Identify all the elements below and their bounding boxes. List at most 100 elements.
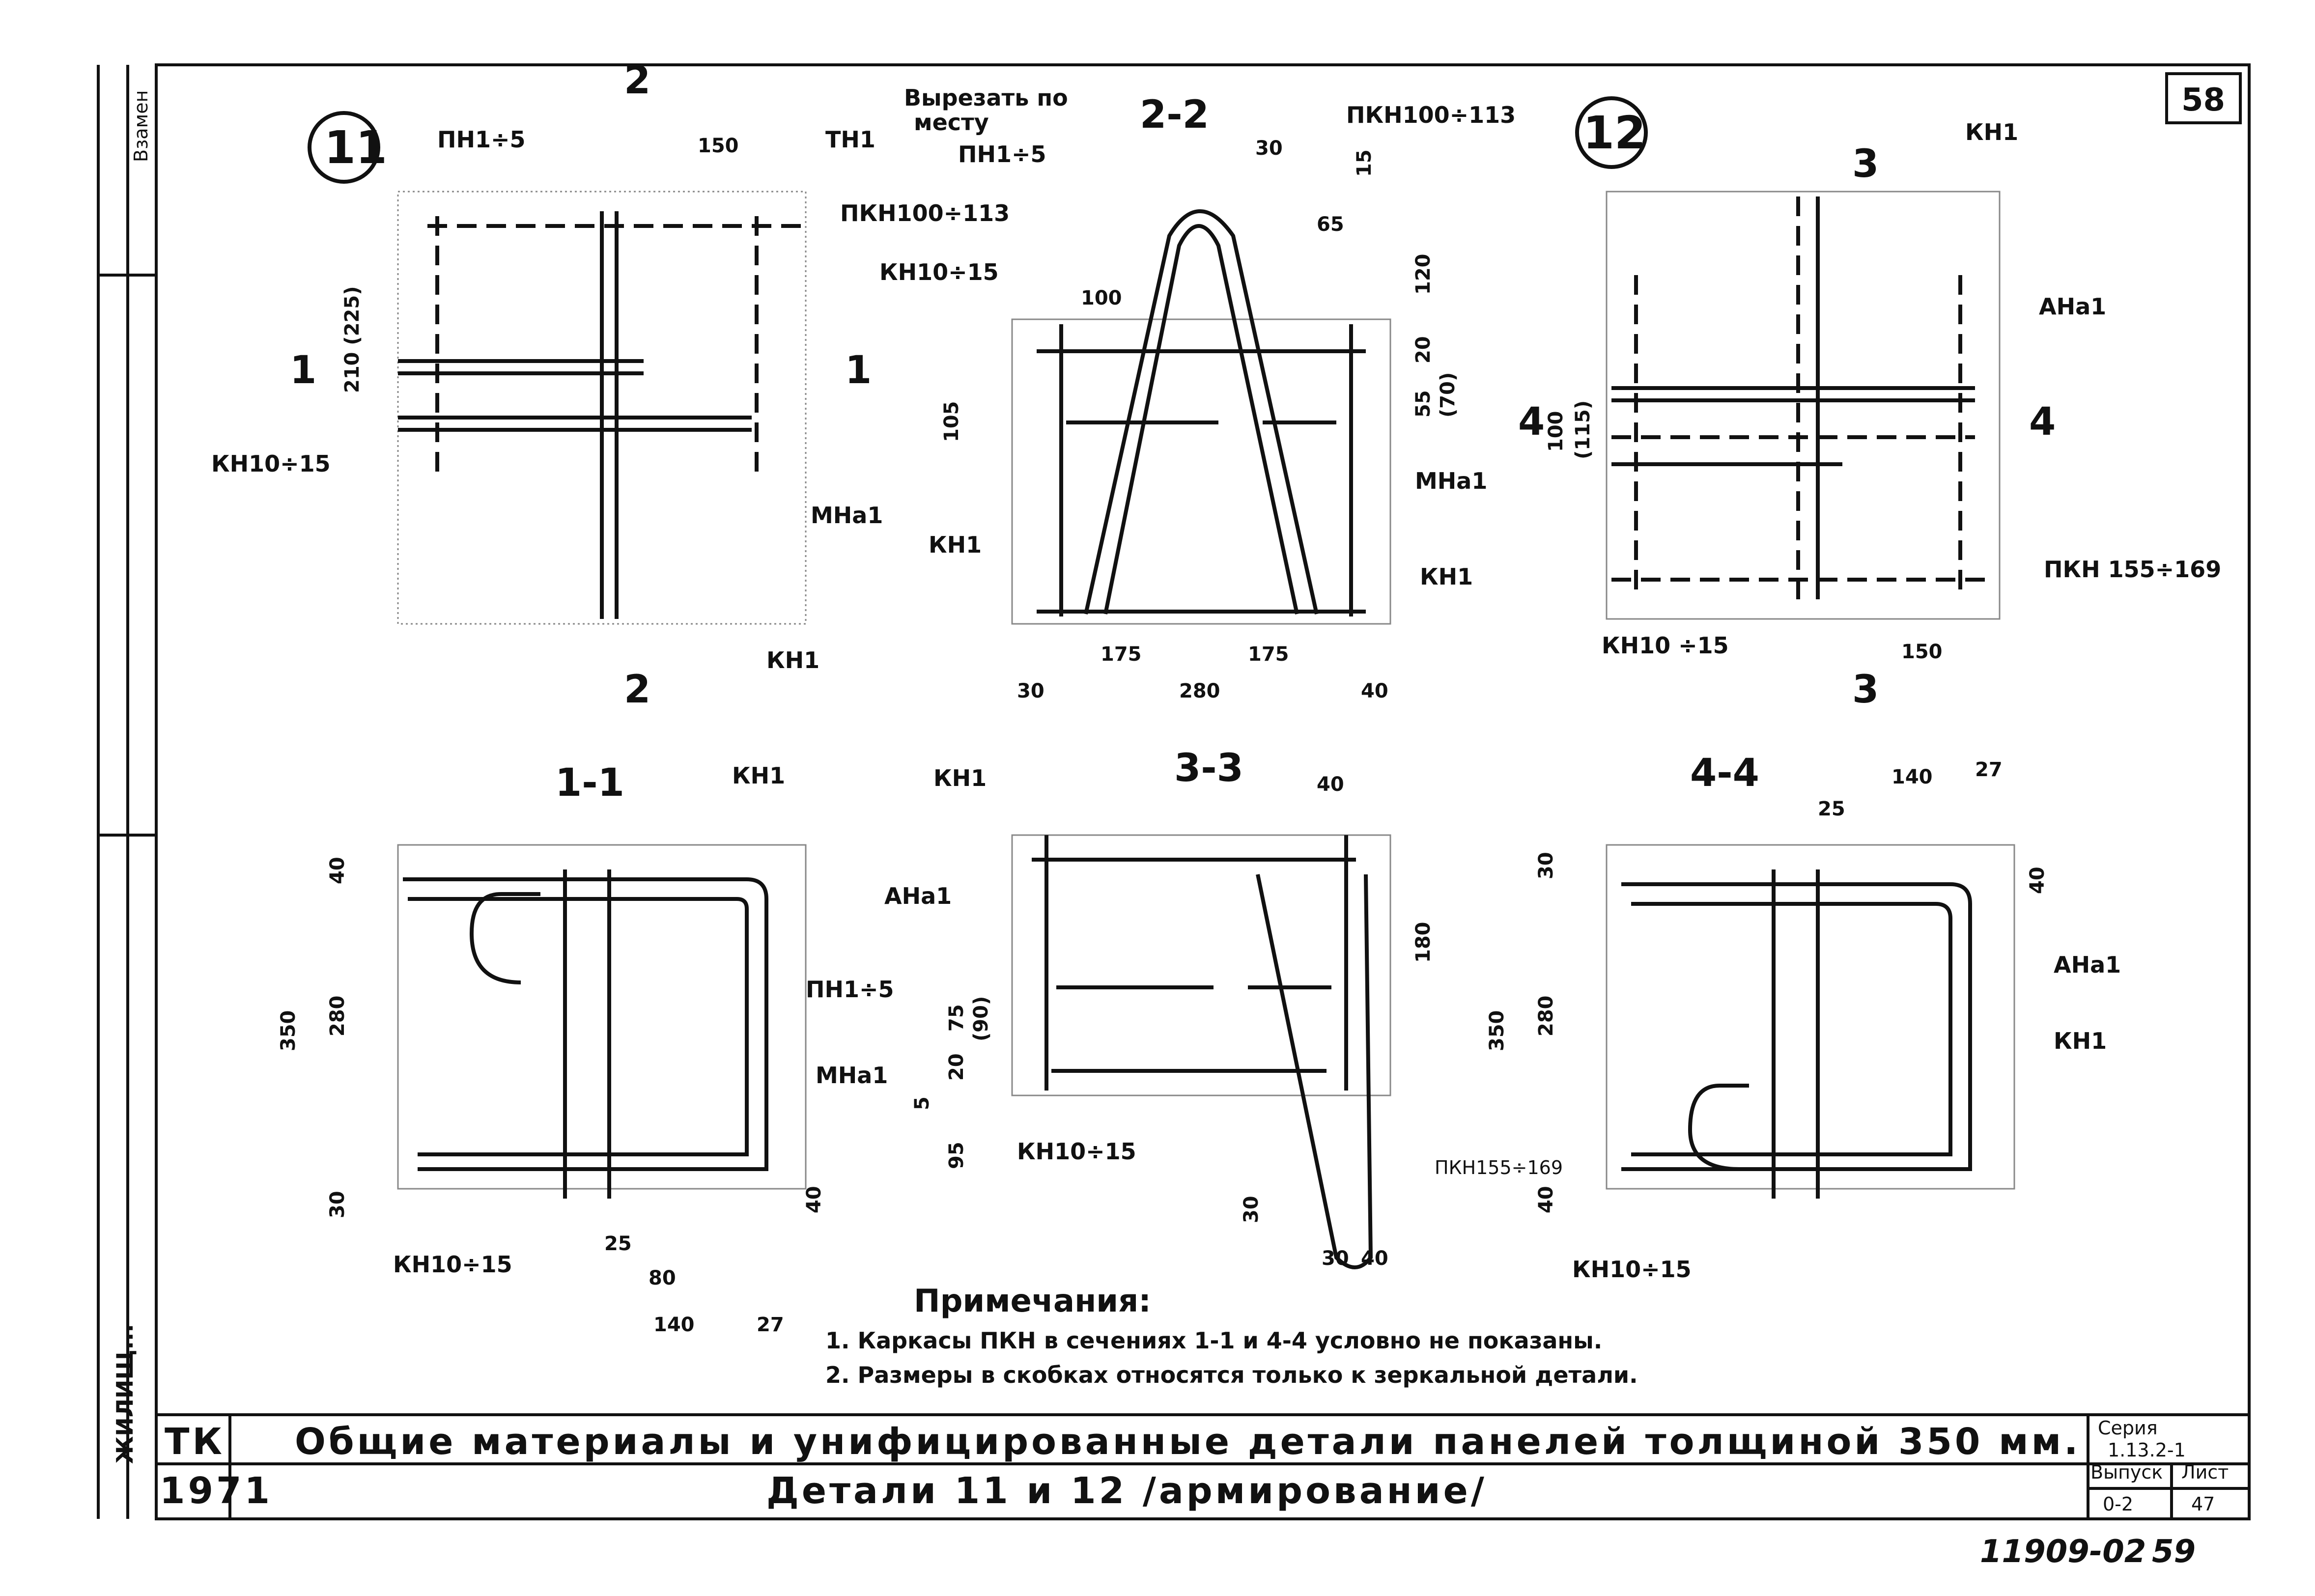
s33-dim-30b: 30: [1322, 1247, 1349, 1270]
section-3-3: 3-3 КН1 АНа1 КН10÷15 ПКН155÷169 40 180 7…: [884, 746, 1563, 1270]
d11-cut-2-bottom: 2: [624, 668, 650, 712]
title-seria-value: 1.13.2-1: [2108, 1439, 2186, 1461]
detail-11-number: 11: [324, 121, 387, 174]
note-1: 1. Каркасы ПКН в сечениях 1-1 и 4-4 усло…: [825, 1327, 1602, 1354]
d11-cut-1-right: 1: [845, 348, 872, 392]
d11-dim-150: 150: [698, 135, 739, 157]
detail-11-marker: [308, 111, 380, 184]
stamp-vzamen: Взамен: [130, 90, 152, 162]
d12-dim-150: 150: [1901, 641, 1943, 663]
detail-12-number: 12: [1583, 107, 1646, 159]
s22-label-mna: МНа1: [1415, 468, 1487, 494]
s44-dim-40b: 40: [1535, 1186, 1557, 1213]
detail-12-marker: [1575, 96, 1648, 169]
s33-label-kn10: КН10÷15: [1017, 1138, 1136, 1165]
d11-cut-1-left: 1: [290, 348, 316, 392]
d11-label-pkn: ПКН100÷113: [840, 200, 1010, 226]
title-year: 1971: [160, 1470, 273, 1512]
s33-dim-75: 75: [945, 1004, 968, 1032]
d11-cut-2-top: 2: [624, 58, 650, 103]
s22-label-pkn: ПКН100÷113: [1346, 102, 1516, 128]
s22-dim-280: 280: [1179, 680, 1220, 702]
section-1-1: 1-1 КН1 ПН1÷5 МНа1 КН10÷15 40 350 280 30…: [277, 761, 894, 1336]
d12-cut-4-right: 4: [2029, 400, 2056, 444]
s44-dim-280: 280: [1535, 996, 1557, 1037]
s22-dim-105: 105: [940, 401, 963, 443]
s22-dim-100: 100: [1081, 287, 1122, 309]
s44-dim-350: 350: [1486, 1010, 1508, 1052]
title-series: Общие материалы и унифицированные детали…: [295, 1421, 2081, 1463]
s22-label-cut-note-2: месту: [914, 109, 989, 136]
s22-dim-40: 40: [1361, 680, 1388, 702]
s11-label-kn10: КН10÷15: [393, 1251, 512, 1278]
d12-label-kn10: КН10 ÷15: [1602, 632, 1729, 659]
s11-dim-30: 30: [326, 1191, 349, 1218]
s33-label-ana: АНа1: [884, 883, 952, 909]
note-2: 2. Размеры в скобках относятся только к …: [825, 1362, 1638, 1388]
title-vypusk-value: 0-2: [2103, 1493, 2133, 1515]
s22-label-kn1-left: КН1: [929, 532, 982, 558]
d12-label-ana: АНа1: [2039, 293, 2106, 320]
s33-dim-90: (90): [970, 996, 992, 1041]
sheet-number: 58: [2181, 82, 2225, 118]
title-block: ТК 1971 Общие материалы и унифицированны…: [160, 1417, 2229, 1515]
s33-dim-30: 30: [1240, 1196, 1263, 1223]
s11-dim-27: 27: [757, 1314, 784, 1336]
s33-label-pkn: ПКН155÷169: [1435, 1157, 1563, 1178]
handwritten-page: 59: [2152, 1534, 2196, 1570]
s22-label-cut-note-1: Вырезать по: [904, 84, 1068, 111]
d12-cut-3-bottom: 3: [1852, 668, 1879, 712]
s22-label-kn1-right: КН1: [1420, 563, 1473, 590]
s22-dim-20: 20: [1412, 336, 1435, 364]
d11-label-mna: МНа1: [811, 502, 883, 529]
d11-label-kn1: КН1: [766, 647, 819, 673]
s11-dim-25: 25: [604, 1232, 632, 1255]
notes-heading: Примечания:: [914, 1283, 1151, 1319]
s44-label-kn1: КН1: [2054, 1028, 2107, 1054]
s44-dim-27: 27: [1975, 758, 2003, 781]
s11-dim-350: 350: [277, 1010, 300, 1052]
section-4-4: 4-4 АНа1 КН1 КН10÷15 140 27 25 30 40 350…: [1486, 751, 2121, 1283]
s11-dim-40: 40: [326, 857, 349, 884]
section-4-4-title: 4-4: [1690, 751, 1759, 795]
d11-label-tn: ТН1: [825, 126, 875, 153]
d11-label-kn10: КН10÷15: [211, 450, 331, 477]
d12-dim-100: 100: [1545, 411, 1567, 452]
s22-dim-175b: 175: [1248, 643, 1289, 666]
s44-dim-30: 30: [1535, 852, 1557, 879]
s22-dim-30: 30: [1017, 680, 1045, 702]
s22-label-kn10: КН10÷15: [879, 259, 999, 285]
s22-dim-30a: 30: [1255, 137, 1283, 160]
section-3-3-title: 3-3: [1174, 746, 1243, 790]
s11-dim-140: 140: [653, 1314, 695, 1336]
s22-dim-15: 15: [1353, 149, 1376, 177]
s33-dim-180: 180: [1412, 922, 1435, 963]
s11-label-mna: МНа1: [816, 1062, 888, 1089]
side-strip-text: ЖИЛИЩ...: [112, 1324, 138, 1464]
s11-dim-280: 280: [326, 996, 349, 1037]
section-2-2: 2-2 Вырезать по месту ПН1÷5 ПКН100÷113 К…: [879, 84, 1516, 702]
section-1-1-title: 1-1: [555, 761, 624, 805]
notes: Примечания: 1. Каркасы ПКН в сечениях 1-…: [825, 1283, 1638, 1388]
d12-label-pkn: ПКН 155÷169: [2044, 556, 2221, 583]
s22-dim-175a: 175: [1101, 643, 1142, 666]
d12-cut-3-top: 3: [1852, 142, 1879, 186]
s44-label-ana: АНа1: [2054, 952, 2121, 978]
title-seria-label: Серия: [2098, 1417, 2158, 1439]
handwritten-code: 11909-02: [1980, 1534, 2146, 1570]
s33-label-kn1: КН1: [933, 765, 987, 791]
s11-dim-80: 80: [649, 1267, 676, 1289]
detail-12: 12 КН1 АНа1 ПКН 155÷169 КН10 ÷15 100 (11…: [1518, 96, 2221, 712]
title-vypusk-label: Выпуск: [2090, 1461, 2163, 1483]
title-list-label: Лист: [2181, 1461, 2229, 1483]
s44-dim-25: 25: [1818, 798, 1845, 820]
s33-dim-20: 20: [945, 1053, 968, 1081]
s22-label-pn: ПН1÷5: [958, 141, 1046, 168]
title-org: ТК: [165, 1421, 225, 1463]
title-list-value: 47: [2191, 1493, 2215, 1515]
s11-label-pn: ПН1÷5: [806, 976, 894, 1003]
d12-dim-115: (115): [1572, 400, 1594, 459]
s33-dim-95: 95: [945, 1142, 968, 1169]
d12-label-kn1: КН1: [1965, 119, 2018, 145]
